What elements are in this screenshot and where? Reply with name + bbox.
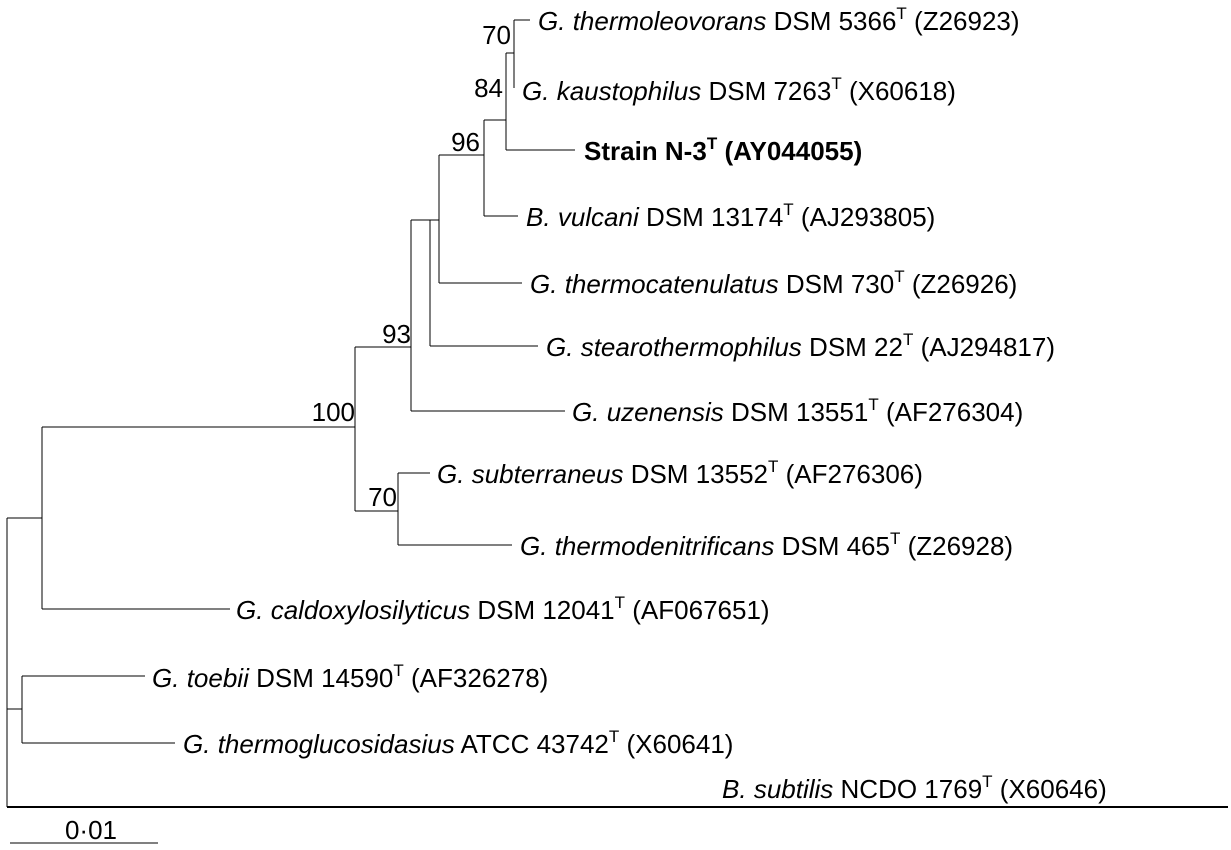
taxon-label: G. stearothermophilus DSM 22T (AJ294817) xyxy=(546,330,1055,362)
bootstrap-value: 84 xyxy=(474,73,503,103)
taxon-genus: G. xyxy=(522,76,549,106)
taxon-label-highlighted: Strain N-3T (AY044055) xyxy=(584,134,862,166)
taxon-species: kaustophilus xyxy=(557,76,702,106)
taxon-labels: G. thermoleovorans DSM 5366T (Z26923) G.… xyxy=(152,4,1107,804)
taxon-accession: (Z26923) xyxy=(914,6,1020,36)
taxon-strain: ATCC 43742 xyxy=(461,729,609,759)
taxon-species: vulcani xyxy=(558,202,640,232)
taxon-species: uzenensis xyxy=(607,397,724,427)
taxon-accession: (AY044055) xyxy=(724,136,862,166)
taxon-genus: G. xyxy=(572,397,599,427)
taxon-strain: DSM 465 xyxy=(782,531,890,561)
taxon-accession: (AF326278) xyxy=(411,663,548,693)
type-strain-mark: T xyxy=(868,395,878,414)
taxon-genus: G. xyxy=(236,595,263,625)
taxon-genus: G. xyxy=(546,332,573,362)
taxon-strain: DSM 730 xyxy=(786,269,894,299)
type-strain-mark: T xyxy=(707,134,718,153)
taxon-species: toebii xyxy=(187,663,250,693)
bootstrap-value: 93 xyxy=(382,319,411,349)
taxon-strain: DSM 5366 xyxy=(774,6,897,36)
taxon-strain: DSM 12041 xyxy=(477,595,614,625)
taxon-accession: (Z26928) xyxy=(908,531,1014,561)
taxon-label: G. uzenensis DSM 13551T (AF276304) xyxy=(572,395,1023,427)
scale-bar-label: 0·01 xyxy=(65,815,117,845)
taxon-species: caldoxylosilyticus xyxy=(271,595,470,625)
taxon-accession: (AF276306) xyxy=(786,459,923,489)
type-strain-mark: T xyxy=(393,661,403,680)
taxon-label: B. subtilis NCDO 1769T (X60646) xyxy=(722,772,1107,804)
taxon-accession: (X60618) xyxy=(849,76,956,106)
taxon-accession: (X60641) xyxy=(627,729,734,759)
taxon-label: G. subterraneus DSM 13552T (AF276306) xyxy=(437,457,923,489)
taxon-strain: DSM 22 xyxy=(809,332,903,362)
taxon-genus: B. xyxy=(526,202,551,232)
taxon-label: G. kaustophilus DSM 7263T (X60618) xyxy=(522,74,956,106)
taxon-genus: G. xyxy=(520,531,547,561)
taxon-label: G. caldoxylosilyticus DSM 12041T (AF0676… xyxy=(236,593,770,625)
taxon-species: thermodenitrificans xyxy=(555,531,775,561)
bootstrap-values: 70 84 96 93 100 70 xyxy=(312,20,511,512)
taxon-strain: DSM 13551 xyxy=(731,397,868,427)
bootstrap-value: 100 xyxy=(312,397,355,427)
taxon-accession: (X60646) xyxy=(1000,774,1107,804)
taxon-species: subtilis xyxy=(754,774,833,804)
taxon-strain: DSM 13174 xyxy=(646,202,783,232)
taxon-label: B. vulcani DSM 13174T (AJ293805) xyxy=(526,200,935,232)
taxon-label: G. thermoglucosidasius ATCC 43742T (X606… xyxy=(183,727,733,759)
taxon-species: thermocatenulatus xyxy=(565,269,779,299)
taxon-strain: NCDO 1769 xyxy=(841,774,983,804)
bootstrap-value: 70 xyxy=(482,20,511,50)
taxon-accession: (AJ294817) xyxy=(921,332,1055,362)
taxon-genus: G. xyxy=(183,729,210,759)
scale-bar: 0·01 xyxy=(10,815,158,845)
type-strain-mark: T xyxy=(615,593,625,612)
type-strain-mark: T xyxy=(783,200,793,219)
taxon-accession: (AJ293805) xyxy=(801,202,935,232)
taxon-species: stearothermophilus xyxy=(581,332,802,362)
bootstrap-value: 96 xyxy=(451,127,480,157)
bootstrap-value: 70 xyxy=(368,482,397,512)
taxon-strain: Strain N-3 xyxy=(584,136,707,166)
taxon-strain: DSM 14590 xyxy=(256,663,393,693)
taxon-accession: (Z26926) xyxy=(912,269,1018,299)
taxon-species: thermoglucosidasius xyxy=(218,729,455,759)
taxon-accession: (AF067651) xyxy=(632,595,769,625)
taxon-genus: B. xyxy=(722,774,747,804)
taxon-strain: DSM 7263 xyxy=(708,76,831,106)
taxon-genus: G. xyxy=(530,269,557,299)
tree-branches xyxy=(6,19,1228,808)
taxon-label: G. thermoleovorans DSM 5366T (Z26923) xyxy=(538,4,1020,36)
type-strain-mark: T xyxy=(894,267,904,286)
taxon-genus: G. xyxy=(152,663,179,693)
taxon-genus: G. xyxy=(437,459,464,489)
taxon-genus: G. xyxy=(538,6,565,36)
type-strain-mark: T xyxy=(768,457,778,476)
taxon-accession: (AF276304) xyxy=(886,397,1023,427)
taxon-label: G. toebii DSM 14590T (AF326278) xyxy=(152,661,548,693)
taxon-strain: DSM 13552 xyxy=(631,459,768,489)
type-strain-mark: T xyxy=(903,330,913,349)
type-strain-mark: T xyxy=(982,772,992,791)
taxon-species: thermoleovorans xyxy=(573,6,767,36)
type-strain-mark: T xyxy=(896,4,906,23)
type-strain-mark: T xyxy=(831,74,841,93)
type-strain-mark: T xyxy=(609,727,619,746)
taxon-species: subterraneus xyxy=(472,459,624,489)
taxon-label: G. thermocatenulatus DSM 730T (Z26926) xyxy=(530,267,1017,299)
type-strain-mark: T xyxy=(890,529,900,548)
taxon-label: G. thermodenitrificans DSM 465T (Z26928) xyxy=(520,529,1013,561)
